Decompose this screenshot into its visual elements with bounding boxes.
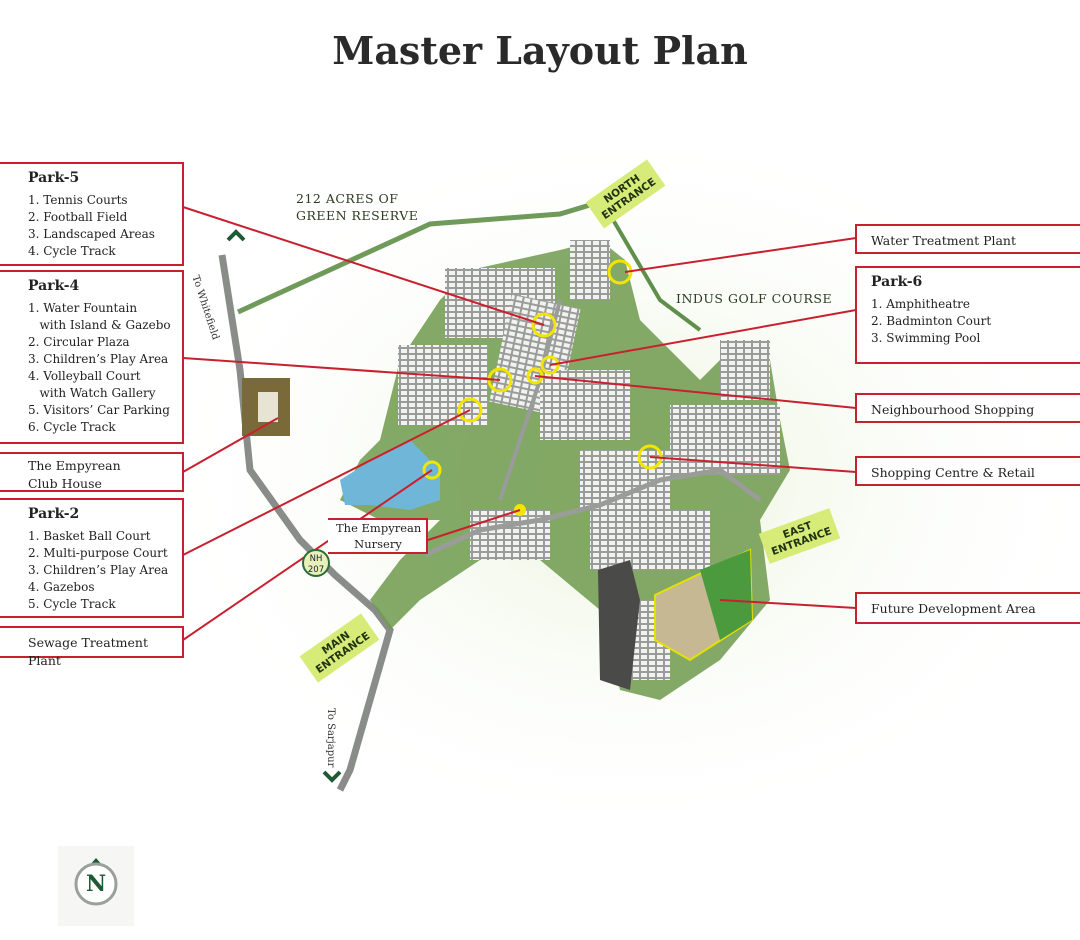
callout-club-house[interactable]: The Empyrean Club House — [0, 452, 184, 492]
club-house-building — [258, 392, 278, 422]
north-compass: N — [58, 846, 134, 926]
leader-shopping-centre — [649, 456, 857, 473]
page-title: Master Layout Plan — [332, 28, 748, 73]
to-sarjapur-label: To Sarjapur — [325, 708, 336, 768]
callout-leaders — [182, 206, 857, 641]
leader-future-development — [719, 599, 857, 609]
list-item: 3. Children’s Play Area — [28, 563, 169, 577]
leader-neighbourhood-shopping — [534, 375, 857, 409]
housing-cluster — [470, 510, 550, 560]
leader-park-6 — [549, 309, 857, 366]
water-treatment-label: Water Treatment Plant — [871, 233, 1017, 248]
rocky-area — [598, 560, 640, 690]
housing-cluster — [398, 345, 488, 425]
callout-park-2[interactable]: Park-2 1. Basket Ball Court 2. Multi-pur… — [0, 498, 184, 618]
internal-road — [498, 299, 562, 501]
callout-park-5[interactable]: Park-5 1. Tennis Courts 2. Football Fiel… — [0, 162, 184, 266]
lake — [340, 440, 440, 510]
future-development-green — [700, 550, 752, 640]
callout-title: Park-6 — [871, 274, 923, 290]
list-item: 5. Cycle Track — [28, 597, 116, 611]
callout-neighbourhood-shopping[interactable]: Neighbourhood Shopping — [855, 393, 1080, 423]
amenity-list: 1. Amphitheatre 2. Badminton Court 3. Sw… — [871, 296, 1072, 347]
amenity-list: 1. Basket Ball Court 2. Multi-purpose Co… — [28, 528, 174, 613]
list-item: 1. Basket Ball Court — [28, 529, 151, 543]
callout-shopping-centre[interactable]: Shopping Centre & Retail — [855, 456, 1080, 486]
chevron-down-icon — [322, 770, 342, 783]
compass-icon — [74, 858, 118, 906]
compass-letter: N — [85, 871, 107, 897]
callout-title: Park-2 — [28, 506, 80, 522]
callout-park-6[interactable]: Park-6 1. Amphitheatre 2. Badminton Cour… — [855, 266, 1080, 364]
housing-cluster — [720, 340, 770, 400]
amenity-list: 1. Water Fountain with Island & Gazebo 2… — [28, 300, 174, 436]
leader-park-4 — [182, 357, 501, 381]
tree-line — [610, 216, 702, 332]
club-house-label: The Empyrean Club House — [28, 458, 121, 491]
list-item: 2. Multi-purpose Court — [28, 546, 168, 560]
housing-cluster — [590, 510, 710, 570]
list-item: 2. Circular Plaza — [28, 335, 130, 349]
amenity-list: 1. Tennis Courts 2. Football Field 3. La… — [28, 192, 174, 260]
leader-club-house — [182, 417, 279, 473]
leader-park-5 — [182, 206, 545, 326]
list-item: 1. Tennis Courts — [28, 193, 128, 207]
marker-park-5[interactable] — [531, 312, 557, 338]
list-item: 4. Gazebos — [28, 580, 95, 594]
list-item: 5. Visitors’ Car Parking — [28, 403, 170, 417]
sewage-label: Sewage Treatment Plant — [28, 635, 148, 668]
marker-park-6[interactable] — [540, 355, 560, 375]
nursery-label: The Empyrean Nursery — [336, 521, 422, 551]
list-item: with Island & Gazebo — [28, 318, 171, 332]
marker-sewage[interactable] — [422, 460, 442, 480]
callout-park-4[interactable]: Park-4 1. Water Fountain with Island & G… — [0, 270, 184, 444]
list-item: 6. Cycle Track — [28, 420, 116, 434]
future-development-label: Future Development Area — [871, 601, 1036, 616]
list-item: 4. Volleyball Court — [28, 369, 141, 383]
list-item: 3. Children’s Play Area — [28, 352, 169, 366]
callout-nursery[interactable]: The Empyrean Nursery — [328, 518, 428, 554]
green-reserve-label: 212 ACRES OF GREEN RESERVE — [296, 191, 419, 223]
callout-title: Park-4 — [28, 278, 80, 294]
internal-road — [423, 467, 762, 558]
shopping-centre-label: Shopping Centre & Retail — [871, 465, 1035, 480]
callout-sewage[interactable]: Sewage Treatment Plant — [0, 626, 184, 668]
golf-course-label: INDUS GOLF COURSE — [676, 291, 833, 306]
list-item: 1. Amphitheatre — [871, 297, 971, 311]
callout-title: Park-5 — [28, 170, 80, 186]
marker-park-2[interactable] — [457, 397, 483, 423]
neighbourhood-shopping-label: Neighbourhood Shopping — [871, 402, 1035, 417]
list-item: 2. Badminton Court — [871, 314, 992, 328]
leader-nursery — [427, 509, 521, 541]
housing-cluster — [570, 240, 610, 300]
callout-future-development[interactable]: Future Development Area — [855, 592, 1080, 624]
list-item: 3. Landscaped Areas — [28, 227, 155, 241]
list-item: 2. Football Field — [28, 210, 128, 224]
nh-207-badge: NH 207 — [302, 549, 330, 577]
list-item: 4. Cycle Track — [28, 244, 116, 258]
callout-water-treatment[interactable]: Water Treatment Plant — [855, 224, 1080, 254]
chevron-up-icon — [226, 229, 246, 242]
reserve-boundary — [236, 202, 591, 315]
list-item: 1. Water Fountain — [28, 301, 138, 315]
leader-park-2 — [182, 409, 471, 556]
leader-water-treatment — [624, 237, 857, 273]
list-item: with Watch Gallery — [28, 386, 156, 400]
list-item: 3. Swimming Pool — [871, 331, 981, 345]
